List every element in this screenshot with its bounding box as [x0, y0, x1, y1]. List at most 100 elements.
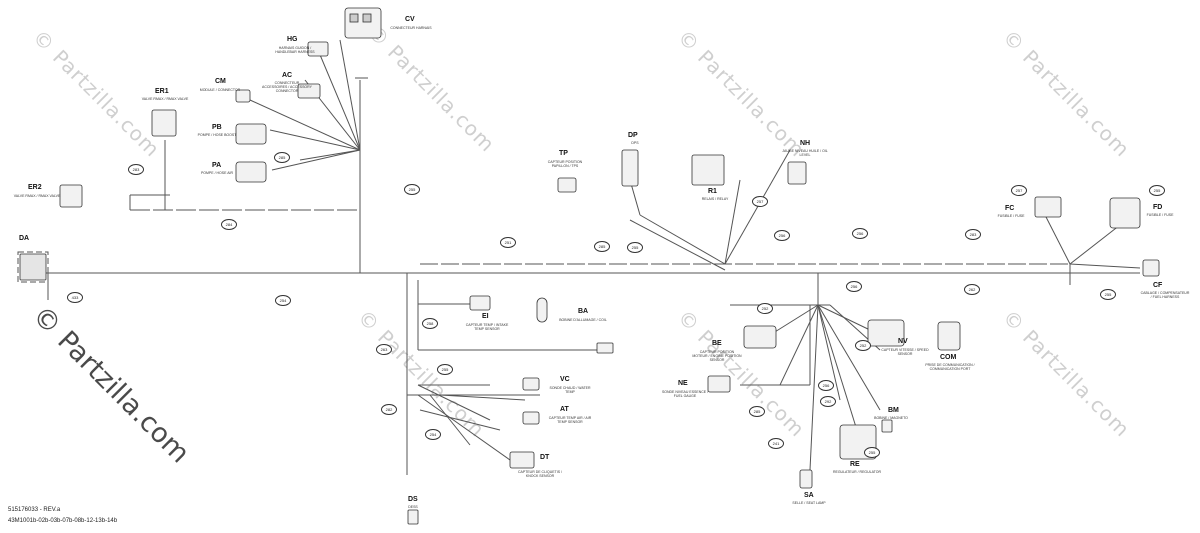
connector-cf-glyph	[1142, 259, 1160, 277]
part-number: 515176033 - REV.a	[8, 507, 61, 513]
label-nv: NV	[898, 338, 908, 345]
desc-at: CAPTEUR TEMP AIR / AIR TEMP SENSOR	[548, 416, 592, 424]
connector-er2-glyph	[59, 184, 83, 208]
branch-label: 285	[274, 152, 290, 163]
branch-label: 255	[404, 184, 420, 195]
desc-cm: MODULE / CONNECTOR	[199, 88, 241, 92]
connector-ac-glyph	[297, 83, 321, 99]
branch-label: 255	[437, 364, 453, 375]
branch-label: 256	[846, 281, 862, 292]
desc-nh: JAUGE NIVEAU HUILE / OIL LEVEL	[782, 149, 828, 157]
branch-label: 257	[1011, 185, 1027, 196]
desc-pb: POMPE / HOSE BOOST	[197, 133, 237, 137]
desc-er2: VALVE RMAX / RMAX VALVE	[13, 194, 61, 198]
branch-label: 263	[376, 344, 392, 355]
label-nh: NH	[800, 140, 811, 147]
connector-ei-glyph	[469, 295, 491, 311]
label-cv: CV	[405, 16, 415, 23]
label-ds: DS	[408, 496, 418, 503]
desc-ac: CONNECTEUR ACCESSOIRES / ACCESSORY CONNE…	[262, 81, 312, 93]
connector-hg-glyph	[307, 41, 329, 57]
label-hg: HG	[287, 36, 298, 43]
label-dp: DP	[628, 132, 638, 139]
connector-da-glyph	[19, 253, 47, 281]
desc-cv: CONNECTEUR HARNAIS	[390, 26, 432, 30]
connector-nv-glyph	[867, 319, 905, 347]
desc-vc: SONDE CHAUD / WATER TEMP	[549, 386, 591, 394]
branch-label: 252	[757, 303, 773, 314]
label-fc: FC	[1005, 205, 1015, 212]
connector-ba2-glyph	[596, 342, 614, 354]
label-ac: AC	[282, 72, 293, 79]
branch-label: 256	[852, 228, 868, 239]
branch-label: 254	[275, 295, 291, 306]
label-re: RE	[850, 461, 860, 468]
branch-label: 258	[422, 318, 438, 329]
branch-label: 284	[221, 219, 237, 230]
label-pb: PB	[212, 124, 222, 131]
branch-label: 241	[768, 438, 784, 449]
connector-pa-glyph	[235, 161, 267, 183]
connector-er1-glyph	[151, 109, 177, 137]
label-fd: FD	[1153, 204, 1163, 211]
branch-label: 255	[864, 447, 880, 458]
label-pa: PA	[212, 162, 222, 169]
label-bm: BM	[888, 407, 899, 414]
label-cm: CM	[215, 78, 226, 85]
connector-ne-glyph	[707, 375, 731, 393]
label-vc: VC	[560, 376, 570, 383]
connector-cv-glyph	[344, 7, 382, 39]
desc-ei: CAPTEUR TEMP / INTAKE TEMP SENSOR	[465, 323, 509, 331]
desc-sa: SELLE / SEAT LAMP	[792, 501, 826, 505]
diagram-id: 43M1001b-02b-03b-07b-08b-12-13b-14b	[8, 518, 118, 524]
connector-fc-glyph	[1034, 196, 1062, 218]
connector-dp-glyph	[621, 149, 639, 187]
desc-be: CAPTEUR POSITION MOTEUR / ENGINE POSITIO…	[692, 350, 742, 362]
branch-label: 283	[128, 164, 144, 175]
label-ne: NE	[678, 380, 688, 387]
connector-pb-glyph	[235, 123, 267, 145]
desc-cf: CABLAGE / COMPENSATEUR / FUEL HARNESS	[1140, 291, 1190, 299]
label-com: COM	[940, 354, 957, 361]
connector-sa-glyph	[799, 469, 813, 489]
branch-label: 285	[749, 406, 765, 417]
connector-cm-glyph	[235, 89, 251, 103]
label-tp: TP	[559, 150, 568, 157]
label-ba: BA	[578, 308, 589, 315]
connector-r1-glyph	[691, 154, 725, 186]
desc-bm: BOBINE / MAGNETO	[874, 416, 908, 420]
desc-tp: CAPTEUR POSITION PAPILLON / TPS	[547, 160, 583, 168]
desc-er1: VALVE RMAX / RMAX VALVE	[141, 97, 189, 101]
connector-ba-glyph	[536, 297, 548, 323]
connector-vc-glyph	[522, 377, 540, 391]
label-cf: CF	[1153, 282, 1163, 289]
label-er1: ER1	[155, 88, 169, 95]
branch-label: 252	[855, 340, 871, 351]
connector-be-glyph	[743, 325, 777, 349]
connector-bm-glyph	[881, 419, 893, 433]
connector-com-glyph	[937, 321, 961, 351]
label-be: BE	[712, 340, 722, 347]
desc-nv: CAPTEUR VITESSE / SPEED SENSOR	[881, 348, 929, 356]
connector-fd-glyph	[1109, 197, 1141, 229]
desc-hg: HARNAIS GUIDON / HANDLEBAR HARNESS	[275, 46, 315, 54]
label-r1: R1	[708, 188, 717, 195]
branch-label: 256	[818, 380, 834, 391]
branch-label: 282	[381, 404, 397, 415]
desc-pa: POMPE / HOSE AIR	[200, 171, 234, 175]
desc-ds: DESS	[408, 505, 418, 509]
label-ei: EI	[482, 313, 489, 320]
desc-re: REGULATEUR / REGULATOR	[832, 470, 882, 474]
branch-label: 262	[964, 284, 980, 295]
connector-dt-glyph	[509, 451, 535, 469]
desc-fc: FUSIBLE / FUSE	[997, 214, 1025, 218]
branch-label: 254	[425, 429, 441, 440]
label-er2: ER2	[28, 184, 42, 191]
label-dt: DT	[540, 454, 550, 461]
branch-label: 283	[965, 229, 981, 240]
branch-label: 285	[594, 241, 610, 252]
desc-dt: CAPTEUR DE CLIQUETIS / KNOCK SENSOR	[518, 470, 562, 478]
connector-tp-glyph	[557, 177, 577, 193]
